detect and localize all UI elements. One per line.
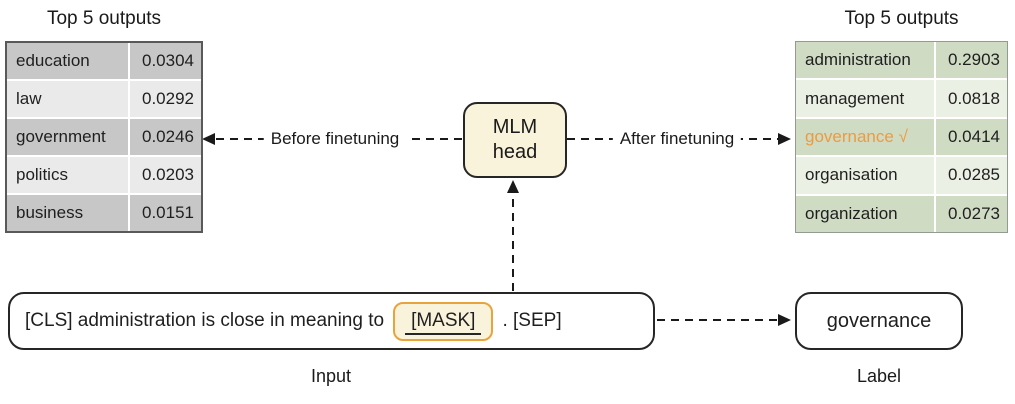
label-text: governance	[826, 309, 932, 332]
word-cell: organization	[796, 195, 934, 233]
table-row: government 0.0246	[7, 119, 201, 155]
after-finetuning-table: administration 0.2903 management 0.0818 …	[795, 41, 1008, 233]
mask-token-box: [MASK]	[393, 301, 494, 341]
word-cell: organisation	[796, 157, 934, 194]
word-cell: law	[7, 81, 128, 117]
input-caption: Input	[310, 366, 352, 386]
table-row: education 0.0304	[7, 43, 201, 79]
input-sentence-box: [CLS] administration is close in meaning…	[8, 292, 655, 350]
table-row: politics 0.0203	[7, 157, 201, 193]
table-row: law 0.0292	[7, 81, 201, 117]
value-cell: 0.2903	[936, 42, 1007, 79]
value-cell: 0.0818	[936, 80, 1007, 117]
input-text-suffix: . [SEP]	[502, 310, 562, 331]
word-cell: politics	[7, 157, 128, 193]
mlm-head-line1: MLM	[492, 116, 538, 138]
right-table-title: Top 5 outputs	[844, 8, 959, 29]
label-box: governance	[795, 292, 963, 350]
table-row: management 0.0818	[796, 80, 1007, 117]
input-to-label-arrow	[657, 314, 791, 326]
table-row: administration 0.2903	[796, 42, 1007, 79]
mask-token: [MASK]	[405, 310, 482, 335]
value-cell: 0.0304	[130, 43, 201, 79]
word-cell: business	[7, 195, 128, 231]
input-text-prefix: [CLS] administration is close in meaning…	[25, 310, 385, 331]
mlm-head-line2: head	[492, 141, 538, 163]
before-finetuning-label: Before finetuning	[263, 129, 407, 149]
word-cell: government	[7, 119, 128, 155]
value-cell: 0.0285	[936, 157, 1007, 194]
before-finetuning-table: education 0.0304 law 0.0292 government 0…	[5, 41, 203, 233]
table-row: organization 0.0273	[796, 195, 1007, 233]
word-cell-highlighted: governance √	[796, 118, 934, 156]
value-cell: 0.0414	[936, 118, 1007, 156]
value-cell: 0.0151	[130, 195, 201, 231]
label-caption: Label	[856, 366, 902, 386]
table-row-highlighted: governance √ 0.0414	[796, 118, 1007, 156]
value-cell: 0.0246	[130, 119, 201, 155]
mlm-head-box: MLM head	[463, 102, 567, 178]
table-row: business 0.0151	[7, 195, 201, 231]
word-cell: administration	[796, 42, 934, 79]
value-cell: 0.0203	[130, 157, 201, 193]
word-cell: management	[796, 80, 934, 117]
table-row: organisation 0.0285	[796, 157, 1007, 194]
input-to-mlm-arrow	[507, 180, 519, 291]
word-cell: education	[7, 43, 128, 79]
left-table-title: Top 5 outputs	[46, 8, 162, 29]
value-cell: 0.0292	[130, 81, 201, 117]
value-cell: 0.0273	[936, 195, 1007, 233]
after-finetuning-label: After finetuning	[612, 129, 742, 149]
